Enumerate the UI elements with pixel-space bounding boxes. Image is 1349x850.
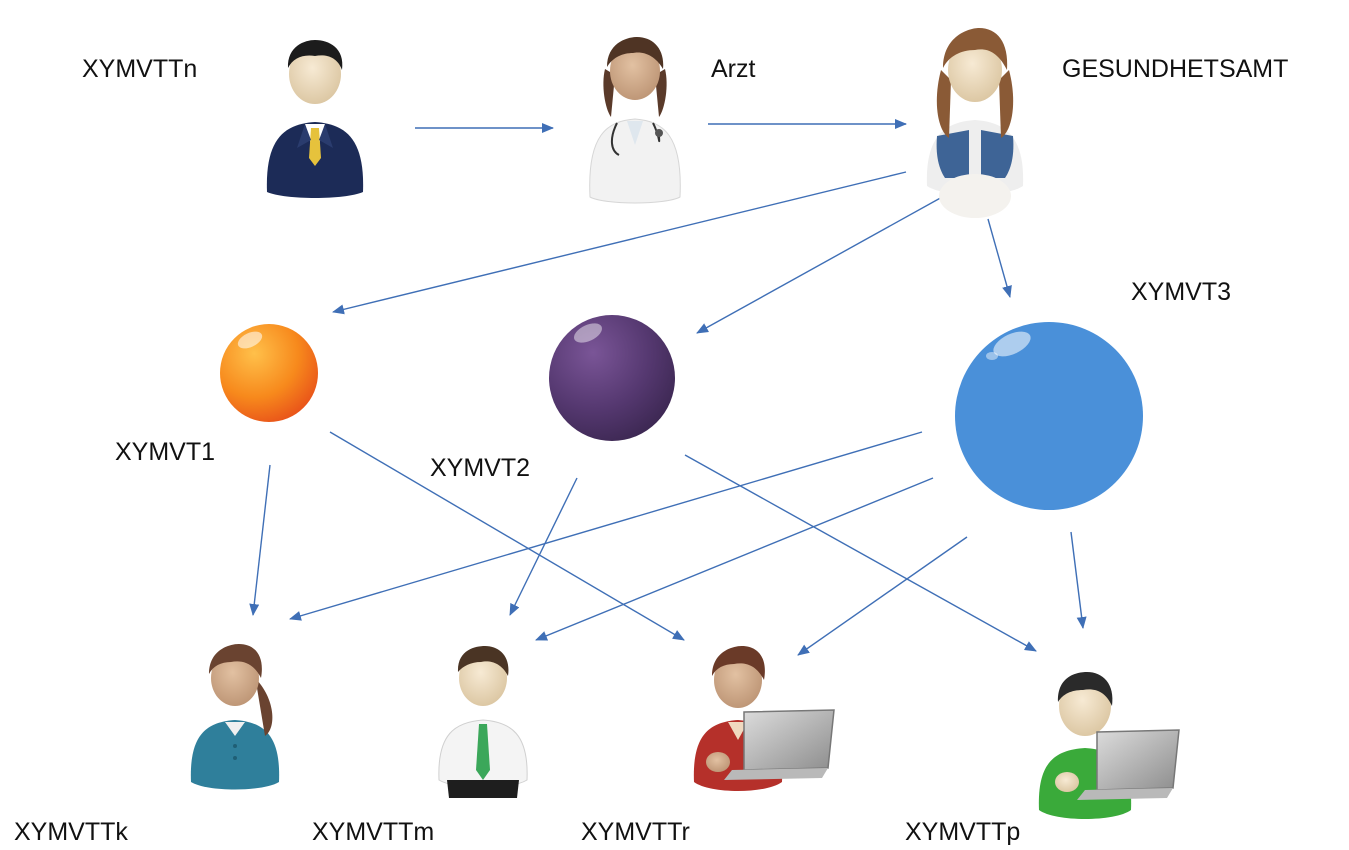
label-xymvt3: XYMVT3 [1131,278,1232,306]
edge-gesundheitsamt-xymvt1 [332,171,907,315]
edge-xymvt3-xymvttk [289,431,923,621]
label-xymvttr: XYMVTTr [581,818,690,846]
xymvt3-node [955,322,1143,510]
edge-xymvt3-xymvttm [535,477,934,641]
woman-icon [190,644,280,790]
edge-xymvt3-xymvttp [1070,531,1087,629]
label-xymvt2: XYMVT2 [430,454,531,482]
edges [249,119,1087,656]
doctor-icon [589,37,681,204]
edge-gesundheitsamt-xymvt2 [696,195,945,334]
label-xymvttn: XYMVTTn [82,55,198,83]
label-arzt: Arzt [711,55,756,83]
woman-laptop-icon [693,646,835,791]
label-xymvttk: XYMVTTk [14,818,128,846]
edge-gesundheitsamt-xymvt3 [987,218,1012,298]
businessman-icon [266,40,364,198]
man-laptop-icon [1038,672,1180,819]
label-gesundheitsamt: GESUNDHETSAMT [1062,55,1289,83]
edge-xymvt1-xymvttr [329,431,685,641]
label-xymvttp: XYMVTTp [905,818,1021,846]
edge-xymvt2-xymvttp [684,454,1037,652]
label-xymvttm: XYMVTTm [312,818,435,846]
xymvt1-node [220,324,318,422]
xymvt2-node [549,315,675,441]
edge-xymvt3-xymvttr [797,536,968,656]
man-tie-icon [438,646,528,798]
label-xymvt1: XYMVT1 [115,438,216,466]
official-icon [926,28,1024,218]
edge-xymvt1-xymvttk [249,464,271,616]
edge-xymvt2-xymvttm [509,477,578,616]
